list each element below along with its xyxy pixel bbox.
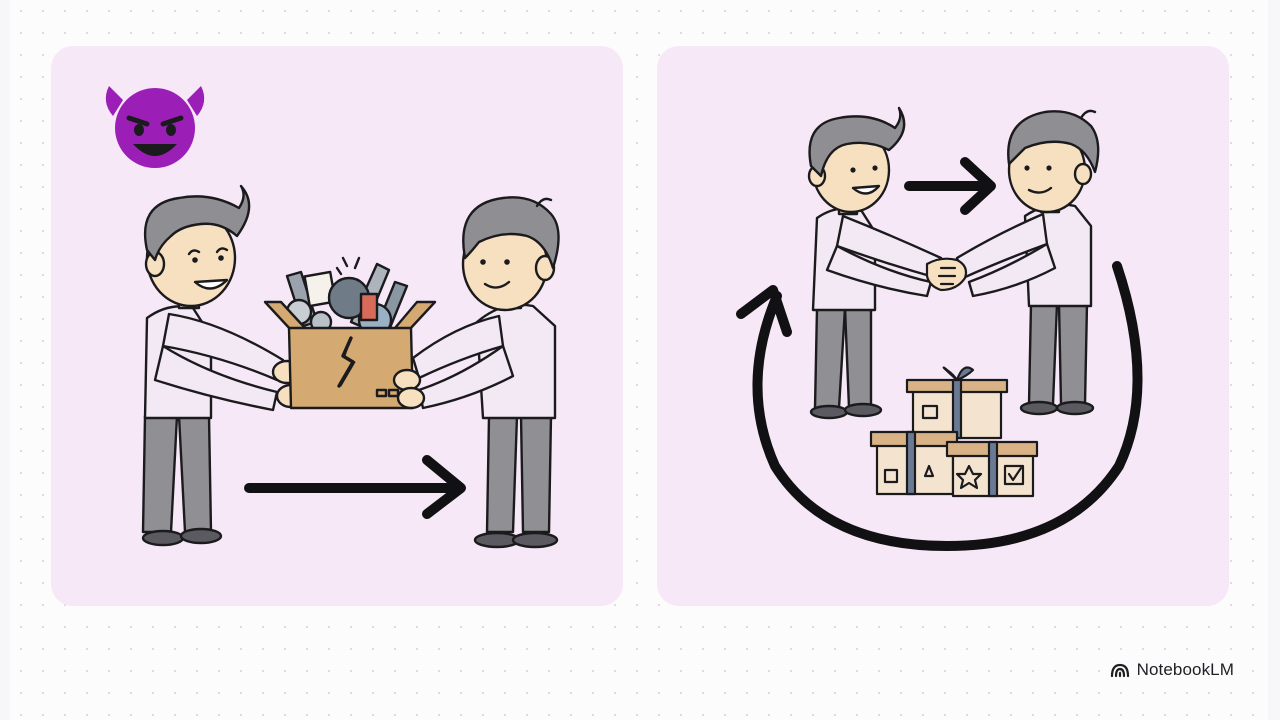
slide: NotebookLM bbox=[10, 0, 1268, 720]
brand-name: NotebookLM bbox=[1136, 660, 1234, 679]
broken-box-icon bbox=[263, 256, 437, 410]
arrow-right-icon bbox=[244, 455, 466, 519]
panel-good-exchange bbox=[657, 46, 1229, 606]
handshake-icon bbox=[925, 257, 968, 292]
panel-bad-exchange bbox=[51, 46, 623, 606]
brand-watermark: NotebookLM bbox=[1110, 660, 1234, 680]
notebooklm-logo-icon bbox=[1110, 663, 1129, 678]
person-left-icon bbox=[807, 106, 943, 420]
person-receiver-icon bbox=[392, 196, 560, 549]
arrow-right-icon bbox=[904, 157, 996, 215]
smiling-devil-emoji-icon bbox=[105, 86, 205, 168]
gift-boxes-icon bbox=[869, 366, 1039, 498]
person-right-icon bbox=[955, 109, 1100, 416]
cycle-arrow-icon bbox=[736, 261, 1143, 551]
